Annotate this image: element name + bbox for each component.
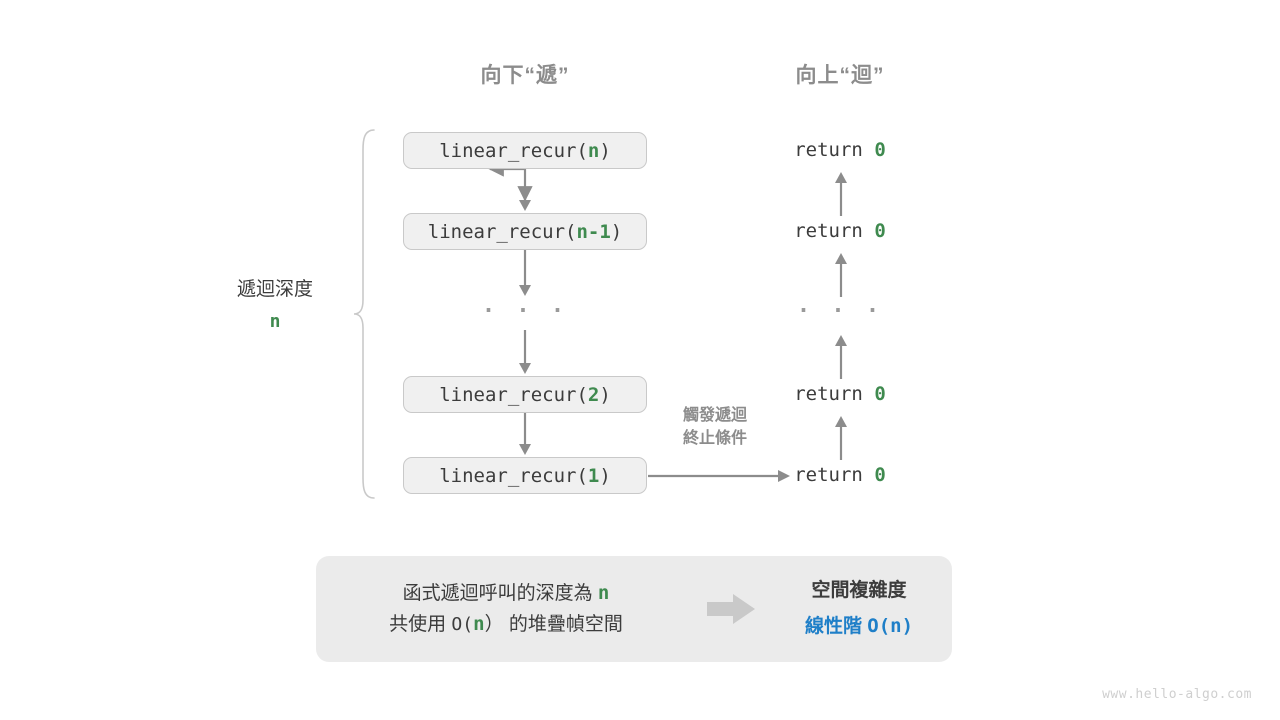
return-statement: return 0 xyxy=(760,220,920,242)
summary-line-1: 函式遞迴呼叫的深度為 n xyxy=(316,578,696,609)
return-keyword: return xyxy=(794,383,875,405)
watermark: www.hello-algo.com xyxy=(1102,687,1252,702)
return-statement: return 0 xyxy=(760,139,920,161)
recursion-depth-label: 遞迴深度 n xyxy=(185,275,365,336)
call-suffix: ) xyxy=(599,139,611,162)
termination-note-line1: 觸發遞迴 xyxy=(682,407,747,424)
call-prefix: linear_recur( xyxy=(439,464,588,487)
call-arg: n xyxy=(587,139,600,162)
termination-note-line2: 終止條件 xyxy=(682,430,747,448)
call-box: linear_recur(n) xyxy=(403,132,647,169)
termination-condition-note: 觸發遞迴 終止條件 xyxy=(645,404,785,450)
summary-line2-text: 共使用 xyxy=(389,614,452,635)
return-statement: return 0 xyxy=(760,464,920,486)
call-arg: n-1 xyxy=(576,220,611,243)
return-statement: return 0 xyxy=(760,383,920,405)
call-suffix: ) xyxy=(610,220,623,243)
return-value: 0 xyxy=(874,464,886,486)
space-complexity-value: 線性階 O(n) xyxy=(766,610,952,643)
summary-conclusion: 空間複雜度 線性階 O(n) xyxy=(766,575,952,643)
right-arrow-icon xyxy=(707,594,755,624)
call-prefix: linear_recur( xyxy=(439,383,588,406)
call-arg: 2 xyxy=(587,383,600,406)
call-box: linear_recur(2) xyxy=(403,376,647,413)
summary-description: 函式遞迴呼叫的深度為 n 共使用 O(n） 的堆疊幀空間 xyxy=(316,578,696,641)
summary-line2-close: ） xyxy=(484,614,504,635)
summary-line2-bigo: O( xyxy=(451,614,474,635)
return-value: 0 xyxy=(874,220,886,242)
summary-line2-n: n xyxy=(473,613,485,635)
summary-arrow-container xyxy=(696,592,766,626)
return-keyword: return xyxy=(794,220,875,242)
call-box: linear_recur(1) xyxy=(403,457,647,494)
call-prefix: linear_recur( xyxy=(439,139,588,162)
return-value: 0 xyxy=(874,383,886,405)
return-keyword: return xyxy=(794,139,875,161)
call-suffix: ) xyxy=(599,464,611,487)
return-keyword: return xyxy=(794,464,875,486)
complexity-notation: O(n) xyxy=(867,614,914,637)
summary-line1-text: 函式遞迴呼叫的深度為 xyxy=(402,582,598,604)
complexity-class-label: 線性階 xyxy=(804,615,868,637)
recursion-depth-value: n xyxy=(269,311,281,333)
summary-line2-tail: 的堆疊幀空間 xyxy=(503,614,623,635)
recursion-depth-text: 遞迴深度 xyxy=(236,279,313,300)
column-header-ascend: 向上“迴” xyxy=(795,64,885,87)
call-suffix: ) xyxy=(599,383,611,406)
ellipsis-right: · · · xyxy=(796,299,884,324)
summary-line1-n: n xyxy=(597,581,610,604)
column-header-descend: 向下“遞” xyxy=(480,64,570,87)
return-value: 0 xyxy=(874,139,886,161)
ellipsis-left: · · · xyxy=(481,299,569,324)
summary-panel: 函式遞迴呼叫的深度為 n 共使用 O(n） 的堆疊幀空間 空間複雜度 線性階 O… xyxy=(316,556,952,662)
call-arg: 1 xyxy=(587,464,600,487)
summary-line-2: 共使用 O(n） 的堆疊幀空間 xyxy=(316,609,696,640)
space-complexity-title: 空間複雜度 xyxy=(811,580,907,602)
call-prefix: linear_recur( xyxy=(427,220,577,243)
depth-brace xyxy=(353,129,375,499)
call-box: linear_recur(n-1) xyxy=(403,213,647,250)
